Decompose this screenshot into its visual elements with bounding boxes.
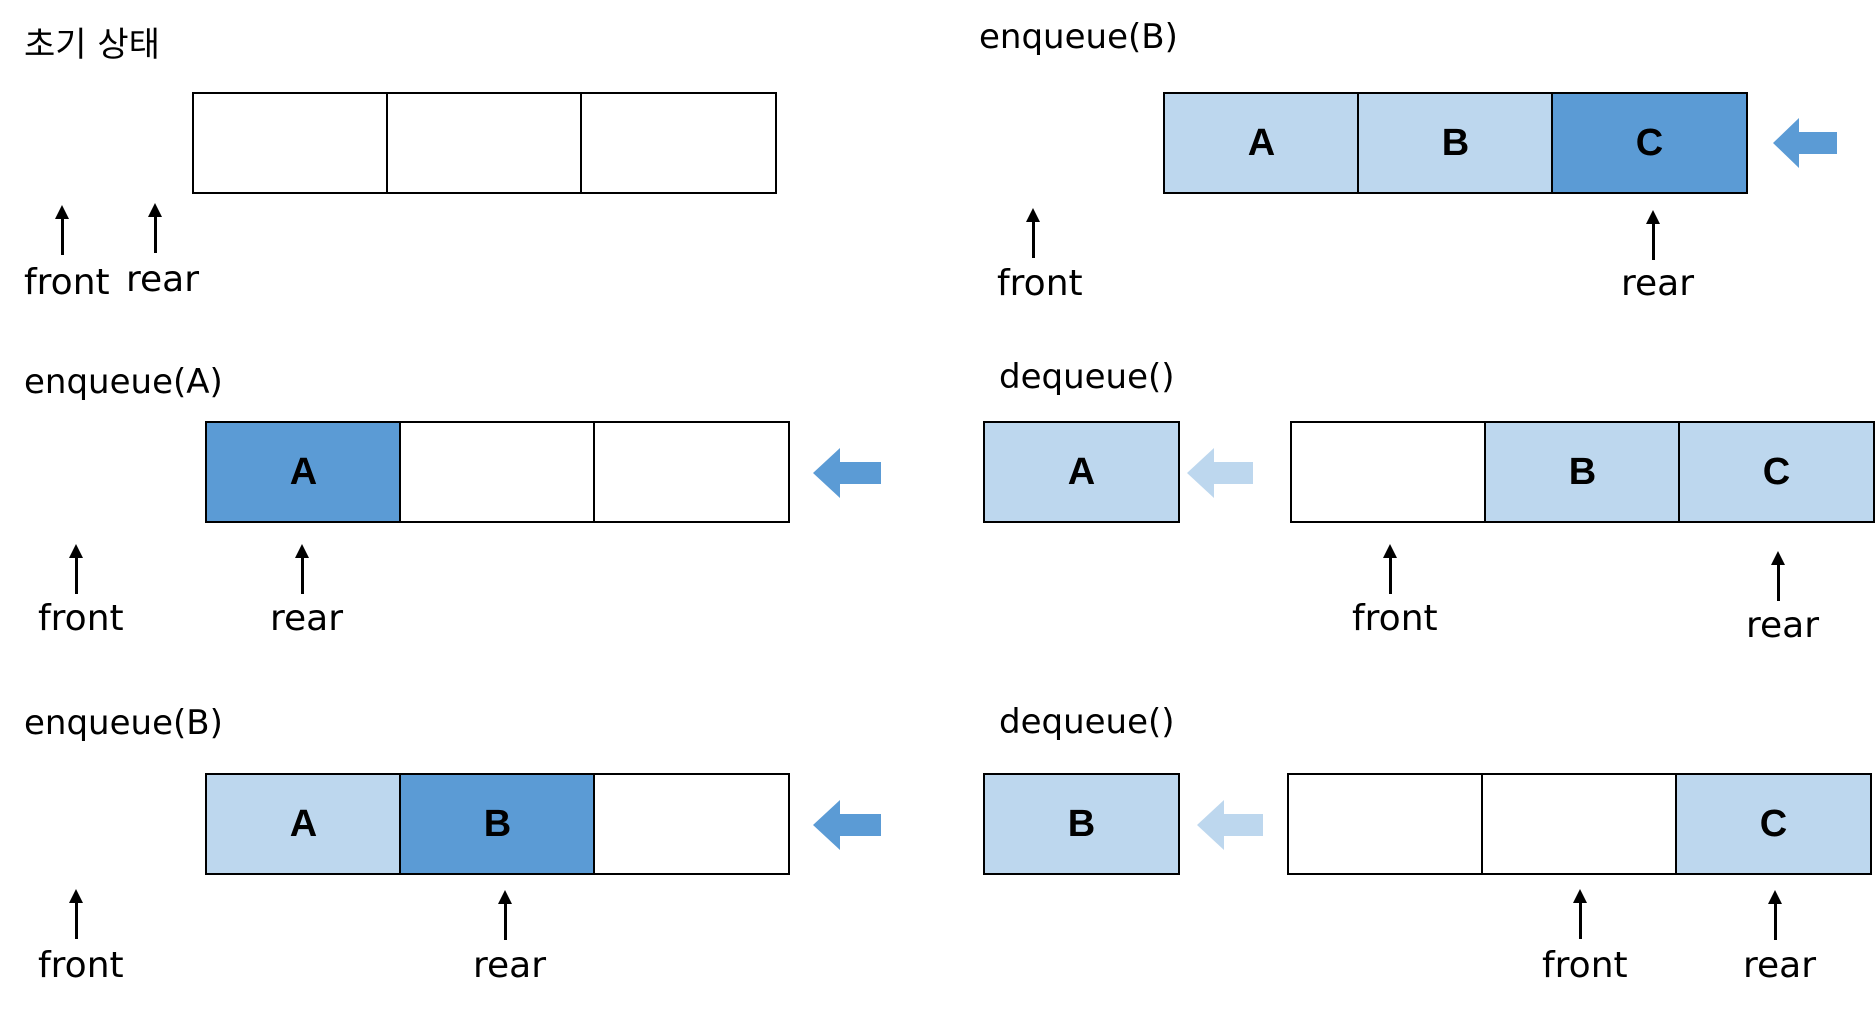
queue-cell: A (205, 421, 402, 523)
dequeued-cell: A (983, 421, 1180, 523)
queue-cell (399, 421, 596, 523)
queue-cell (192, 92, 389, 194)
queue-cell (580, 92, 777, 194)
panel-title: dequeue() (999, 357, 1175, 397)
rear-label: rear (270, 598, 344, 639)
front-label: front (1352, 598, 1438, 639)
queue-cell (1481, 773, 1678, 875)
front-label: front (38, 945, 124, 986)
queue-cell: B (1357, 92, 1554, 194)
queue-cell: A (205, 773, 402, 875)
enqueue-arrow-icon (813, 800, 881, 850)
queue-cell: B (1484, 421, 1681, 523)
queue-cell (593, 773, 790, 875)
enqueue-arrow-icon (1773, 118, 1837, 168)
queue-cell: C (1551, 92, 1748, 194)
enqueue-arrow-icon (813, 448, 881, 498)
front-label: front (24, 262, 110, 303)
front-label: front (1542, 945, 1628, 986)
queue-cell (386, 92, 583, 194)
dequeued-cell: B (983, 773, 1180, 875)
panel-title: enqueue(A) (24, 362, 223, 402)
panel-title: 초기 상태 (24, 25, 160, 65)
queue-cell (1290, 421, 1487, 523)
panel-title: enqueue(B) (24, 703, 223, 743)
rear-label: rear (1621, 263, 1695, 304)
rear-label: rear (126, 259, 200, 300)
queue-cell (593, 421, 790, 523)
queue-cell: C (1678, 421, 1875, 523)
front-label: front (997, 263, 1083, 304)
rear-label: rear (1746, 605, 1820, 646)
panel-title: dequeue() (999, 702, 1175, 742)
queue-cell: A (1163, 92, 1360, 194)
dequeue-arrow-icon (1197, 800, 1263, 850)
queue-cell (1287, 773, 1484, 875)
front-label: front (38, 598, 124, 639)
rear-label: rear (473, 945, 547, 986)
queue-cell: B (399, 773, 596, 875)
panel-title: enqueue(B) (979, 17, 1178, 57)
dequeue-arrow-icon (1187, 448, 1253, 498)
rear-label: rear (1743, 945, 1817, 986)
queue-cell: C (1675, 773, 1872, 875)
